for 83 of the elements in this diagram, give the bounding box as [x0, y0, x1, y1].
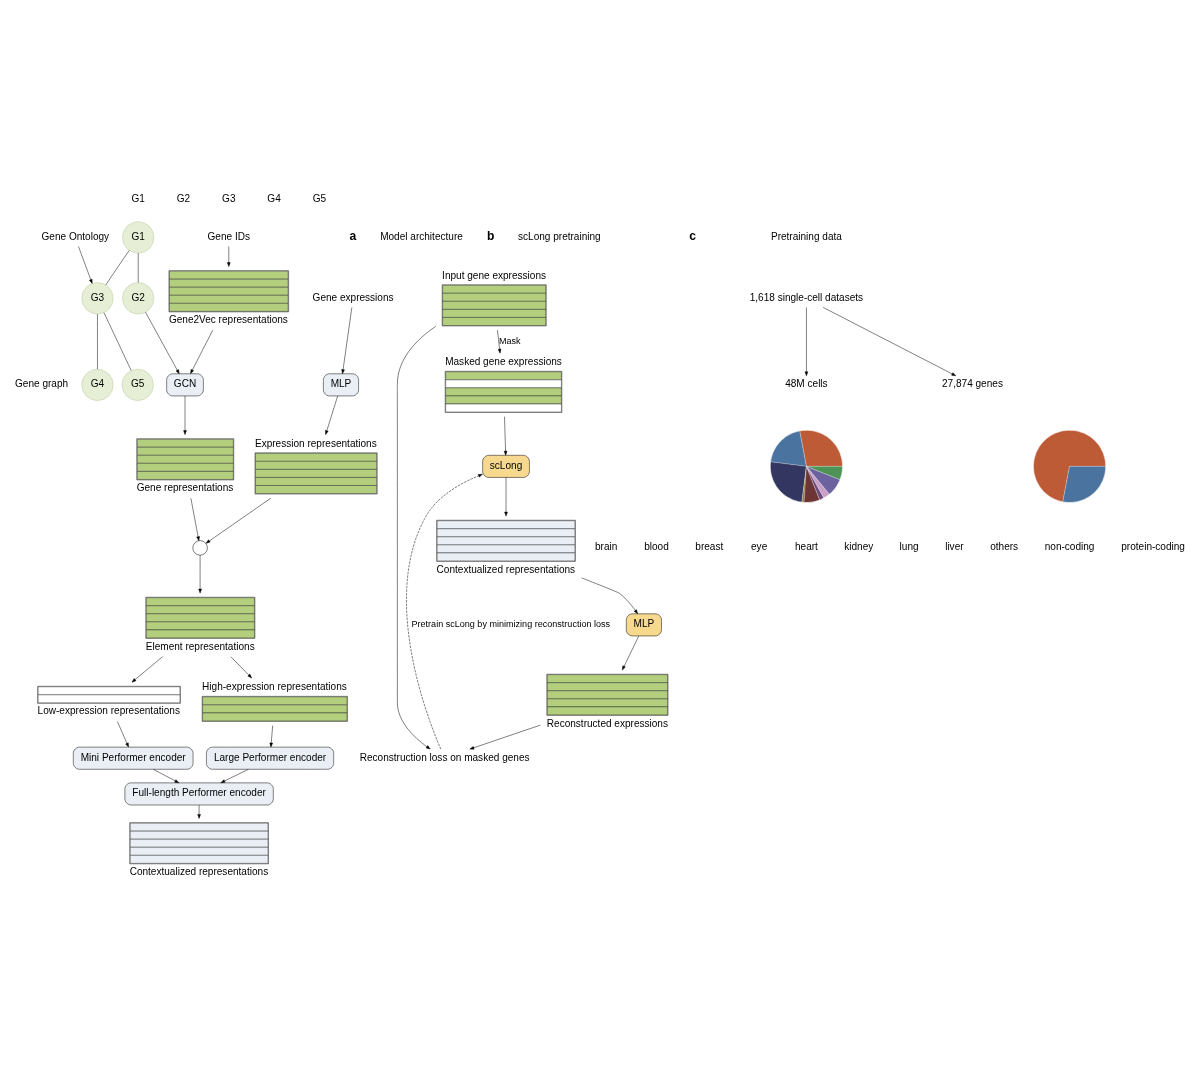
- label: eye: [751, 541, 768, 553]
- arrow: [220, 769, 249, 783]
- label: blood: [644, 541, 669, 553]
- arrow: [131, 656, 163, 683]
- arrow: [504, 477, 508, 517]
- node-box: Large Performer encoder: [206, 746, 334, 770]
- node-text: 27,874 genes: [942, 378, 1003, 390]
- node-circle: G4: [81, 368, 114, 401]
- arrow: [503, 416, 508, 456]
- node-box: MLP: [626, 613, 662, 637]
- node-circle: G1: [122, 221, 155, 254]
- node-box: scLong: [482, 455, 530, 478]
- node-text: Gene expressions: [312, 291, 394, 303]
- arrow: [822, 307, 957, 376]
- arrow: [183, 395, 187, 435]
- label: G3: [222, 192, 236, 204]
- label: G1: [131, 192, 145, 204]
- label: a: [349, 228, 357, 243]
- label: G2: [176, 192, 191, 204]
- arrow: [406, 474, 483, 750]
- node-box: Mini Performer encoder: [73, 746, 194, 770]
- label: Model architecture: [380, 230, 463, 242]
- arrow: [804, 307, 809, 377]
- node-circle: G5: [121, 368, 154, 401]
- node-circle: G3: [81, 282, 114, 315]
- node-text: 1,618 single-cell datasets: [749, 291, 864, 303]
- node-label: Contextualized representations: [436, 563, 576, 575]
- node-text: 48M cells: [785, 378, 828, 390]
- label: heart: [794, 541, 818, 553]
- node-text: Gene Ontology: [41, 230, 110, 242]
- label: brain: [594, 541, 618, 553]
- node-label: Expression representations: [254, 437, 377, 449]
- arrow: [198, 555, 202, 594]
- arrow: [78, 246, 93, 284]
- label: Gene graph: [15, 378, 69, 390]
- arrow: [230, 656, 252, 679]
- label: G5: [312, 192, 327, 204]
- arrow: [190, 329, 213, 374]
- node-text: Reconstruction loss on masked genes: [359, 751, 530, 763]
- node-label: Contextualized representations: [129, 865, 269, 877]
- arrow: [190, 498, 200, 541]
- node-box: GCN: [166, 373, 204, 397]
- arrow: [227, 246, 231, 267]
- arrow: [622, 635, 639, 671]
- arrow: [341, 307, 353, 374]
- node-label: Low-expression representations: [37, 705, 180, 717]
- label: kidney: [844, 541, 874, 553]
- label: breast: [695, 541, 724, 553]
- arrow: [325, 395, 338, 435]
- edge-label: Pretrain scLong by minimizing reconstruction loss: [411, 619, 611, 630]
- label: liver: [945, 541, 964, 553]
- label: c: [689, 228, 696, 243]
- arrow: [197, 804, 201, 819]
- arrow: [269, 725, 273, 748]
- node-label: Gene representations: [136, 482, 234, 494]
- node-circle: [192, 540, 208, 556]
- node-box: Full-length Performer encoder: [124, 782, 274, 806]
- label: b: [486, 228, 495, 243]
- node-label: Gene2Vec representations: [168, 313, 288, 325]
- node-label: Masked gene expressions: [445, 356, 562, 368]
- label: G4: [267, 192, 281, 204]
- node-label: Input gene expressions: [442, 269, 547, 281]
- label: protein-coding: [1121, 541, 1185, 553]
- node-label: High-expression representations: [202, 681, 347, 693]
- arrow: [497, 329, 502, 354]
- arrow: [153, 769, 180, 783]
- label: lung: [899, 541, 919, 553]
- node-box: MLP: [323, 373, 359, 397]
- arrow: [397, 326, 437, 750]
- arrow: [145, 311, 180, 375]
- edge-label: Mask: [498, 335, 521, 346]
- arrow: [581, 577, 638, 614]
- arrow: [469, 724, 541, 750]
- node-text: Gene IDs: [207, 230, 251, 242]
- label: Pretraining data: [770, 230, 842, 242]
- arrow: [205, 497, 272, 544]
- label: non-coding: [1044, 541, 1095, 553]
- node-label: Reconstructed expressions: [546, 717, 668, 729]
- node-circle: G2: [122, 282, 155, 315]
- label: scLong pretraining: [518, 230, 601, 242]
- arrow: [117, 721, 129, 748]
- label: others: [990, 541, 1019, 553]
- node-label: Element representations: [145, 640, 255, 652]
